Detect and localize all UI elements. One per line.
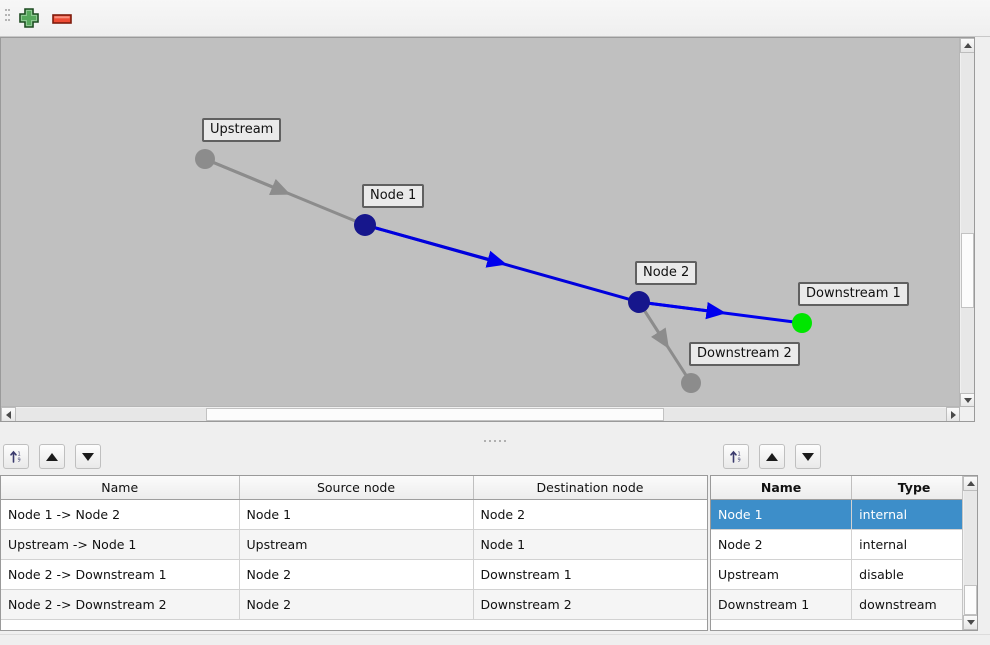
graph-nodes: [195, 149, 812, 393]
green-plus-icon: [19, 8, 39, 28]
toolbar-drag-grip[interactable]: [5, 9, 10, 29]
node-label-node2[interactable]: Node 2: [635, 261, 698, 285]
red-minus-icon: [52, 14, 72, 24]
nodes-cell-name[interactable]: Downstream 1: [711, 589, 853, 620]
table-row[interactable]: Upstream -> Node 1 Upstream Node 1: [1, 529, 707, 560]
node-label-downstream1[interactable]: Downstream 1: [798, 282, 909, 306]
edges-panel: 1 9 Name Source node Destination node: [0, 444, 708, 634]
nodes-cell-type[interactable]: internal: [851, 529, 977, 560]
splitter-grip: [484, 440, 506, 442]
graph-canvas-area: Upstream Node 1 Node 2 Downstream 1 Down…: [0, 37, 990, 437]
edges-table-frame: Name Source node Destination node Node 1…: [0, 475, 708, 631]
edges-col-name[interactable]: Name: [1, 476, 240, 500]
edges-cell-source[interactable]: Node 2: [239, 559, 474, 590]
node-node1[interactable]: [354, 214, 376, 236]
scroll-up-arrow[interactable]: [960, 38, 974, 53]
nodes-scroll-track[interactable]: [964, 491, 977, 615]
graph-edges: [204, 157, 803, 384]
nodes-table-frame: Name Type Node 1 internal Node 2 interna…: [710, 475, 978, 631]
edges-table[interactable]: Name Source node Destination node Node 1…: [1, 476, 707, 620]
nodes-cell-name[interactable]: Node 2: [711, 529, 853, 560]
node-downstream2[interactable]: [681, 373, 701, 393]
svg-text:9: 9: [17, 458, 20, 464]
node-label-upstream[interactable]: Upstream: [202, 118, 282, 142]
nodes-move-down-button[interactable]: [794, 444, 821, 469]
add-node-button[interactable]: [15, 5, 43, 32]
edges-cell-name[interactable]: Node 2 -> Downstream 1: [1, 559, 240, 590]
table-row[interactable]: Node 1 internal: [711, 499, 977, 530]
nodes-table-header-row: Name Type: [711, 476, 977, 500]
edge-node1-node2-arrowhead: [364, 223, 507, 268]
nodes-cell-type[interactable]: disable: [851, 559, 977, 590]
nodes-sort-button[interactable]: 1 9: [723, 444, 749, 469]
edges-cell-name[interactable]: Upstream -> Node 1: [1, 529, 240, 560]
panel-splitter[interactable]: [0, 437, 990, 446]
canvas-vertical-scrollbar[interactable]: [959, 38, 974, 421]
table-row[interactable]: Node 2 -> Downstream 2 Node 2 Downstream…: [1, 589, 707, 620]
nodes-cell-name[interactable]: Upstream: [711, 559, 853, 590]
nodes-scroll-down-arrow[interactable]: [963, 615, 977, 630]
node-label-downstream2[interactable]: Downstream 2: [689, 342, 800, 366]
triangle-down-icon: [81, 452, 94, 461]
scroll-left-arrow[interactable]: [1, 407, 16, 421]
table-row[interactable]: Downstream 1 downstream: [711, 589, 977, 620]
edges-toolbar: 1 9: [3, 444, 107, 471]
edges-cell-source[interactable]: Node 1: [239, 499, 474, 530]
edges-cell-name[interactable]: Node 1 -> Node 2: [1, 499, 240, 530]
nodes-table[interactable]: Name Type Node 1 internal Node 2 interna…: [711, 476, 977, 620]
table-row[interactable]: Node 2 -> Downstream 1 Node 2 Downstream…: [1, 559, 707, 590]
edges-col-source[interactable]: Source node: [239, 476, 474, 500]
edges-sort-button[interactable]: 1 9: [3, 444, 29, 469]
nodes-cell-type[interactable]: downstream: [851, 589, 977, 620]
nodes-table-scrollbar[interactable]: [962, 476, 977, 630]
edges-table-header-row: Name Source node Destination node: [1, 476, 707, 500]
edges-cell-destination[interactable]: Downstream 2: [473, 589, 707, 620]
edges-cell-destination[interactable]: Downstream 1: [473, 559, 707, 590]
node-downstream1[interactable]: [792, 313, 812, 333]
nodes-toolbar: 1 9: [723, 444, 827, 471]
canvas-horizontal-scrollbar[interactable]: [1, 406, 974, 421]
triangle-up-icon: [45, 452, 58, 461]
edges-cell-source[interactable]: Node 2: [239, 589, 474, 620]
table-row[interactable]: Upstream disable: [711, 559, 977, 590]
delete-node-button[interactable]: [48, 5, 76, 32]
nodes-scroll-thumb[interactable]: [964, 585, 977, 615]
edges-cell-destination[interactable]: Node 2: [473, 499, 707, 530]
graph-drawing: [195, 149, 812, 393]
table-row[interactable]: Node 1 -> Node 2 Node 1 Node 2: [1, 499, 707, 530]
node-label-node1[interactable]: Node 1: [362, 184, 425, 208]
nodes-panel: 1 9 Name Type: [710, 444, 990, 634]
node-node2[interactable]: [628, 291, 650, 313]
edges-cell-source[interactable]: Upstream: [239, 529, 474, 560]
nodes-cell-name[interactable]: Node 1: [711, 499, 853, 530]
canvas-v-scroll-track[interactable]: [961, 53, 974, 393]
nodes-cell-type[interactable]: internal: [851, 499, 977, 530]
nodes-move-up-button[interactable]: [758, 444, 785, 469]
sort-arrow-icon: 1 9: [729, 450, 740, 464]
sort-arrow-icon: 1 9: [9, 450, 20, 464]
edges-cell-destination[interactable]: Node 1: [473, 529, 707, 560]
nodes-col-name[interactable]: Name: [711, 476, 853, 500]
triangle-up-icon: [765, 452, 778, 461]
svg-text:1: 1: [17, 452, 20, 458]
svg-text:9: 9: [737, 458, 740, 464]
canvas-v-scroll-thumb[interactable]: [961, 233, 974, 308]
toolbar: [0, 0, 990, 37]
status-bar: [0, 634, 990, 645]
nodes-scroll-up-arrow[interactable]: [963, 476, 977, 491]
edges-cell-name[interactable]: Node 2 -> Downstream 2: [1, 589, 240, 620]
nodes-col-type[interactable]: Type: [851, 476, 977, 500]
table-row[interactable]: Node 2 internal: [711, 529, 977, 560]
edges-move-up-button[interactable]: [38, 444, 65, 469]
triangle-down-icon: [801, 452, 814, 461]
edges-col-destination[interactable]: Destination node: [473, 476, 707, 500]
edge-node2-downstream1-arrowhead: [638, 300, 727, 320]
canvas-h-scroll-thumb[interactable]: [206, 408, 664, 421]
svg-text:1: 1: [737, 452, 740, 458]
edge-upstream-node1-arrowhead: [204, 157, 291, 196]
node-upstream[interactable]: [195, 149, 215, 169]
graph-canvas[interactable]: Upstream Node 1 Node 2 Downstream 1 Down…: [0, 37, 975, 422]
edges-move-down-button[interactable]: [74, 444, 101, 469]
scrollbar-corner: [959, 406, 974, 421]
